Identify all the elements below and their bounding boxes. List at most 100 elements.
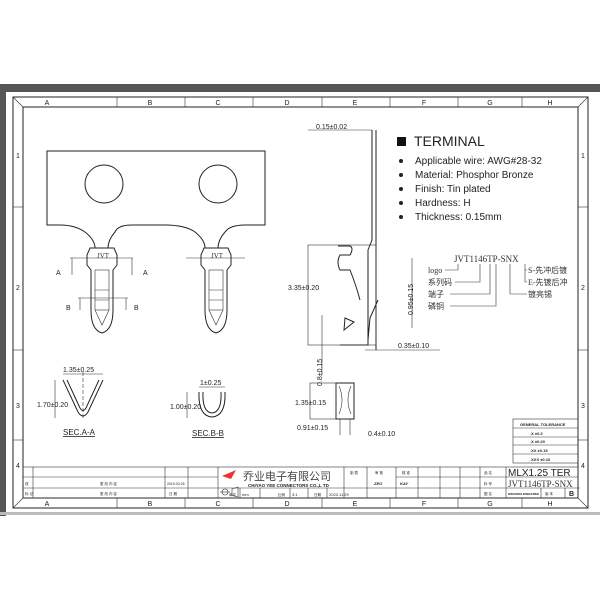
col-label: H xyxy=(547,100,552,107)
col-label: E xyxy=(353,100,358,107)
viewer-bottom-edge xyxy=(0,512,600,515)
title_block-approved_label: 核 准 xyxy=(402,470,410,475)
section-b-marker: B xyxy=(66,305,71,312)
spec-item: Hardness: H xyxy=(415,198,471,209)
title_block-scale: 3:1 xyxy=(292,492,298,497)
title_block-unit: mm xyxy=(242,492,249,497)
bullet-icon xyxy=(399,173,403,177)
tolerance-rows-2: .XX ±0.15 xyxy=(530,448,548,453)
product-name: MLX1.25 TER xyxy=(508,468,571,479)
title_block-checker: KAY xyxy=(400,481,408,486)
col-label: D xyxy=(284,501,289,508)
tolerance-title: GENERAL TOLERANCE xyxy=(520,422,566,427)
title_block-designed_label: 制 表 xyxy=(350,470,358,475)
title-block: 更 改 内 容 更 改 内 容 改 标 记 2019.03.26 日 期 乔业电… xyxy=(22,466,580,499)
bullet-icon xyxy=(399,187,403,191)
row-label: 1 xyxy=(581,153,585,160)
spec-item: Thickness: 0.15mm xyxy=(415,212,502,223)
grid-labels: A B C D E F G H A B C D E F G H 1 2 3 4 … xyxy=(16,100,585,508)
dim-sec-b-height: 1.00±0.20 xyxy=(170,404,201,411)
dim-end-width: 0.91±0.15 xyxy=(297,425,328,432)
col-label: E xyxy=(353,501,358,508)
legend-logo: logo xyxy=(428,266,442,275)
tolerance-rows-3: .XXX ±0.10 xyxy=(530,457,551,462)
col-label: F xyxy=(422,100,426,107)
legend-series: 系列码 xyxy=(428,277,452,287)
part-number: JVT1146TP-SNX xyxy=(508,479,573,489)
projection-symbol-icon xyxy=(220,486,239,498)
dim-end-tip: 0.4±0.10 xyxy=(368,431,395,438)
legend-plating: 镀亮锡 xyxy=(528,289,552,299)
col-label: B xyxy=(148,501,153,508)
col-label: B xyxy=(148,100,153,107)
terminal-side-view: 0.15±0.02 3.35±0.20 0.95±0.15 0.35±0.10 … xyxy=(288,124,440,438)
section-a-marker: A xyxy=(56,270,61,277)
section-a-marker: A xyxy=(143,270,148,277)
row-label: 4 xyxy=(16,463,20,470)
title_block-rev_date: 2019.03.26 xyxy=(167,482,185,486)
col-label: C xyxy=(215,100,220,107)
dim-sec-a-width: 1.35±0.25 xyxy=(63,367,94,374)
title_block-row1_left: 更 改 内 容 xyxy=(100,481,117,486)
bullet-icon xyxy=(399,215,403,219)
tolerance-rows-1: .X ±0.20 xyxy=(530,439,546,444)
dim-sec-b-width: 1±0.25 xyxy=(200,380,221,387)
terminal-front-view: JVT JVT A A B B xyxy=(46,150,266,334)
dim-thickness: 0.15±0.02 xyxy=(316,124,347,131)
title_block-part_label: 料 号 xyxy=(484,481,492,486)
dim-end-height: 1.35±0.15 xyxy=(295,400,326,407)
tolerance-rows-0: .X ±0.3 xyxy=(530,431,543,436)
spec-block: TERMINAL Applicable wire: AWG#28-32 Mate… xyxy=(397,133,542,223)
tolerance-table: GENERAL TOLERANCE .X ±0.3 .X ±0.20 .XX ±… xyxy=(512,418,579,464)
stamp-label: JVT xyxy=(211,252,224,260)
spec-item: Material: Phosphor Bronze xyxy=(415,170,534,181)
spec-title: TERMINAL xyxy=(414,133,485,149)
col-label: D xyxy=(284,100,289,107)
section-b-label: SEC.B-B xyxy=(192,429,224,438)
row-label: 3 xyxy=(581,403,585,410)
title_block-date: 2023.11.29 xyxy=(329,492,349,497)
company-name-cn: 乔业电子有限公司 xyxy=(243,469,331,483)
pilot-hole xyxy=(84,164,124,204)
version: B xyxy=(569,491,574,498)
title_block-drawing: DWG/MOLDING/FREE xyxy=(508,492,539,496)
viewer-top-bar xyxy=(0,84,600,92)
legend-terminal: 端子 xyxy=(428,289,444,299)
title_block-date_label: 日期 xyxy=(314,492,322,497)
title_block-rev_label: 日 期 xyxy=(169,491,177,496)
part-code: JVT1146TP-SNX xyxy=(454,254,519,264)
col-label: C xyxy=(215,501,220,508)
section-a-view: 1.35±0.25 1.70±0.20 SEC.A-A xyxy=(37,367,104,437)
col-label: H xyxy=(547,501,552,508)
col-label: F xyxy=(422,501,426,508)
company-name-en: CHIYAO YEE CONNECTORS CO.,L TD xyxy=(248,483,330,488)
legend-suffix-e: E-先镀后冲 xyxy=(528,277,568,287)
title_block-name_label: 品 名 xyxy=(484,470,492,475)
row-label: 1 xyxy=(16,153,20,160)
title_block-drawing_label: 图 名 xyxy=(484,491,492,496)
title_block-version_label: 版 本 xyxy=(545,491,553,496)
dim-sec-a-height: 1.70±0.20 xyxy=(37,402,68,409)
title_block-row2_left: 更 改 内 容 xyxy=(100,491,117,496)
title_block-designer: ZEO xyxy=(373,481,383,486)
section-a-label: SEC.A-A xyxy=(63,428,96,437)
row-label: 4 xyxy=(581,463,585,470)
terminal-square-icon xyxy=(397,137,406,146)
title_block-scale_label: 比例 xyxy=(278,492,286,497)
dim-offset: 0.35±0.10 xyxy=(398,343,429,350)
viewer-left-bar xyxy=(0,84,6,516)
row-label: 2 xyxy=(16,285,20,292)
dim-base: 0.8±0.15 xyxy=(317,359,324,386)
spec-item: Finish: Tin plated xyxy=(415,184,491,195)
row-label: 3 xyxy=(16,403,20,410)
col-label: A xyxy=(45,501,50,508)
col-label: A xyxy=(45,100,50,107)
dim-height: 3.35±0.20 xyxy=(288,285,319,292)
dim-barb: 0.95±0.15 xyxy=(408,284,415,315)
section-b-view: 1±0.25 1.00±0.20 SEC.B-B xyxy=(170,380,226,438)
title_block-checked_label: 审 核 xyxy=(375,470,383,475)
legend-material: 磷铜 xyxy=(428,301,444,311)
bullet-icon xyxy=(399,159,403,163)
legend-suffix-s: S-先冲后镀 xyxy=(528,265,567,275)
